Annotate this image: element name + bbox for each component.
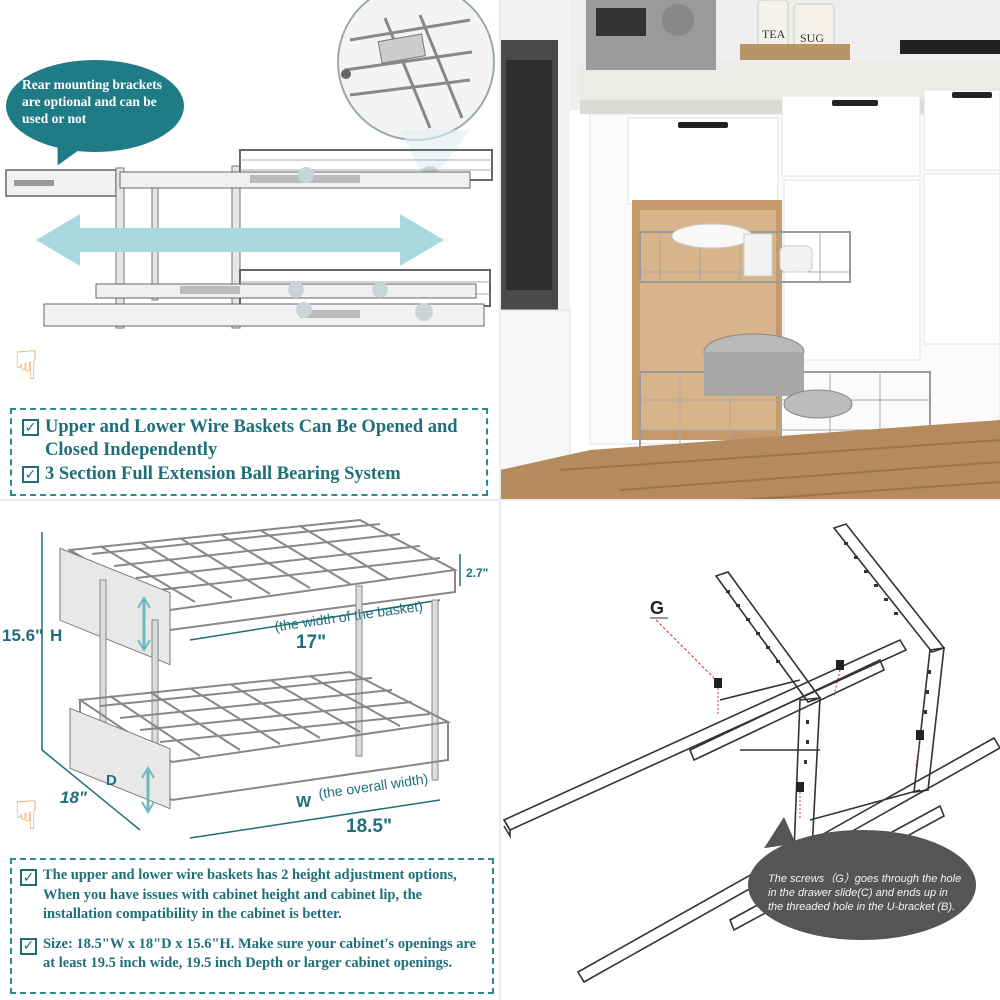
screw-callout: The screws（G）goes through the hole in th…	[748, 830, 976, 940]
features-box: ✓ The upper and lower wire baskets has 2…	[10, 858, 494, 994]
mounting-bracket-bubble: Rear mounting brackets are optional and …	[6, 60, 184, 152]
callout-text: The screws（G）goes through the hole in th…	[768, 873, 962, 913]
kitchen-photo-panel: TEA SUG	[500, 0, 1000, 500]
slide-diagram-panel: Rear mounting brackets are optional and …	[0, 0, 500, 500]
feature-text: Upper and Lower Wire Baskets Can Be Open…	[45, 417, 458, 460]
feature-item: ✓ Upper and Lower Wire Baskets Can Be Op…	[22, 416, 476, 462]
overall-width-line	[189, 799, 441, 839]
screw-label: G	[650, 598, 665, 618]
feature-text: The upper and lower wire baskets has 2 h…	[43, 867, 457, 922]
checkbox-icon: ✓	[22, 466, 39, 483]
canister-label: SUG	[800, 31, 824, 45]
feature-item: ✓ Size: 18.5"W x 18"D x 15.6"H. Make sur…	[20, 935, 484, 974]
feature-item: ✓ The upper and lower wire baskets has 2…	[20, 866, 484, 925]
height-letter: H	[50, 626, 63, 645]
depth-dimension-line	[41, 749, 141, 831]
checkbox-icon: ✓	[22, 419, 39, 436]
dimensions-panel: 15.6" H 18" D (the width of the basket) …	[0, 500, 500, 1000]
height-value: 15.6"	[2, 626, 44, 645]
installation-diagram-panel: G The screws（G）goes through the hole in …	[500, 500, 1000, 1000]
depth-letter: D	[106, 772, 117, 789]
basket-width-line	[189, 599, 441, 641]
basket-dimension-drawing	[41, 518, 461, 839]
feature-item: ✓ 3 Section Full Extension Ball Bearing …	[22, 463, 476, 486]
depth-value: 18"	[60, 788, 87, 807]
bubble-text: Rear mounting brackets are optional and …	[22, 77, 162, 126]
overall-width-value: 18.5"	[346, 816, 392, 837]
feature-text: 3 Section Full Extension Ball Bearing Sy…	[45, 464, 401, 484]
screw-icon	[714, 660, 924, 792]
basket-width-value: 17"	[296, 632, 327, 653]
overall-width-letter: W	[296, 794, 312, 811]
checkbox-icon: ✓	[20, 869, 37, 886]
features-box: ✓ Upper and Lower Wire Baskets Can Be Op…	[10, 408, 488, 496]
canister-label: TEA	[762, 27, 786, 41]
pointing-hand-icon: ☟	[14, 343, 39, 388]
double-arrow-icon	[36, 214, 444, 266]
kitchen-cabinet-photo: TEA SUG	[500, 0, 1000, 500]
magnifier-circle	[337, 0, 495, 141]
checkbox-icon: ✓	[20, 937, 37, 955]
pullout-basket-drawing	[5, 0, 495, 329]
basket-height-value: 2.7"	[466, 566, 489, 580]
pointing-hand-icon: ☟	[14, 793, 39, 838]
feature-text: Size: 18.5"W x 18"D x 15.6"H. Make sure …	[43, 935, 477, 972]
panel-divider-horizontal	[0, 499, 1000, 501]
